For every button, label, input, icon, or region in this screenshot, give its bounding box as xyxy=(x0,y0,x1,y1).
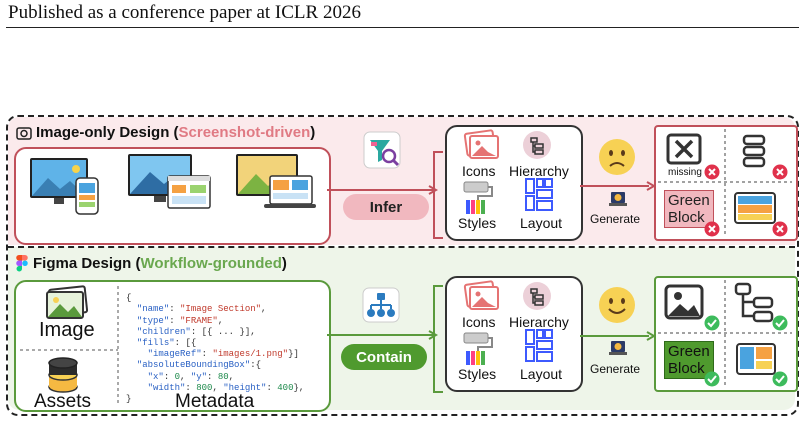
infer-pill: Infer xyxy=(343,194,429,220)
success-badge-1 xyxy=(704,315,720,331)
top-section-title: Image-only Design (Screenshot-driven) xyxy=(36,124,316,141)
result-grid-bottom xyxy=(658,280,792,386)
error-badge-3 xyxy=(704,221,720,237)
sad-face-icon xyxy=(599,139,635,175)
feature-bracket-bottom xyxy=(430,285,443,393)
feature-icons-label: Icons xyxy=(462,163,496,179)
feature-hierarchy-label-bottom: Hierarchy xyxy=(509,314,569,330)
error-badge-1 xyxy=(704,164,720,180)
error-badge-2 xyxy=(772,164,788,180)
layout-grid-icon-bottom xyxy=(525,329,553,362)
infer-arrow xyxy=(327,185,439,195)
success-badge-4 xyxy=(772,371,788,387)
contain-arrow xyxy=(327,330,439,340)
assets-stack-icon xyxy=(48,357,78,393)
layout-grid-icon xyxy=(525,178,553,211)
hierarchy-outline-icon-top xyxy=(742,134,766,168)
section-divider xyxy=(8,246,795,248)
assets-label: Assets xyxy=(34,391,92,412)
workflow-tree-icon xyxy=(362,287,400,323)
figma-panel-dividers xyxy=(20,286,119,404)
camera-icon xyxy=(16,127,32,140)
feature-layout-label: Layout xyxy=(520,215,563,231)
image-label: Image xyxy=(39,319,95,341)
happy-face-icon xyxy=(599,287,635,323)
success-badge-3 xyxy=(704,371,720,387)
laptop-illustration xyxy=(236,154,316,208)
contain-pill: Contain xyxy=(341,344,427,370)
image-stack-icon xyxy=(46,285,89,319)
feature-styles-label-bottom: Styles xyxy=(458,366,497,382)
figure-frame xyxy=(6,115,799,416)
hierarchy-icon xyxy=(523,131,551,159)
success-badge-2 xyxy=(772,315,788,331)
image-icon-result xyxy=(664,284,704,320)
page-header: Published as a conference paper at ICLR … xyxy=(8,2,361,23)
laptop-generate-icon-bottom xyxy=(609,341,627,355)
metadata-json: { "name": "Image Section", "type": "FRAM… xyxy=(126,293,305,405)
feature-bracket-top xyxy=(430,151,443,239)
header-rule xyxy=(6,27,799,28)
laptop-generate-icon-top xyxy=(609,192,627,206)
feature-icons-label-bottom: Icons xyxy=(462,314,496,330)
feature-layout-label-bottom: Layout xyxy=(520,366,563,382)
missing-image-icon xyxy=(666,133,702,165)
result-grid-top xyxy=(658,129,792,235)
desktop-browser-illustration xyxy=(128,154,211,209)
layout-card-icon-result xyxy=(736,343,776,375)
hierarchy-tree-icon-result xyxy=(734,282,774,323)
generate-label-top: Generate xyxy=(590,212,641,226)
figma-logo-icon xyxy=(16,255,28,272)
hierarchy-icon-bottom xyxy=(523,282,551,310)
styles-paint-icon-bottom xyxy=(463,332,493,365)
styles-paint-icon xyxy=(463,181,493,214)
feature-styles-label: Styles xyxy=(458,215,497,231)
metadata-label: Metadata xyxy=(175,391,255,412)
feature-hierarchy-label: Hierarchy xyxy=(509,163,569,179)
error-badge-4 xyxy=(772,221,788,237)
generate-label-bottom: Generate xyxy=(590,362,641,376)
desktop-mobile-illustration xyxy=(30,158,99,215)
filter-search-icon xyxy=(363,131,401,169)
layout-card-icon-top xyxy=(734,192,776,224)
icons-picture-icon xyxy=(463,129,499,159)
missing-label: missing xyxy=(668,167,702,178)
bottom-section-title: Figma Design (Workflow-grounded) xyxy=(33,255,287,272)
icons-picture-icon-bottom xyxy=(463,280,499,310)
